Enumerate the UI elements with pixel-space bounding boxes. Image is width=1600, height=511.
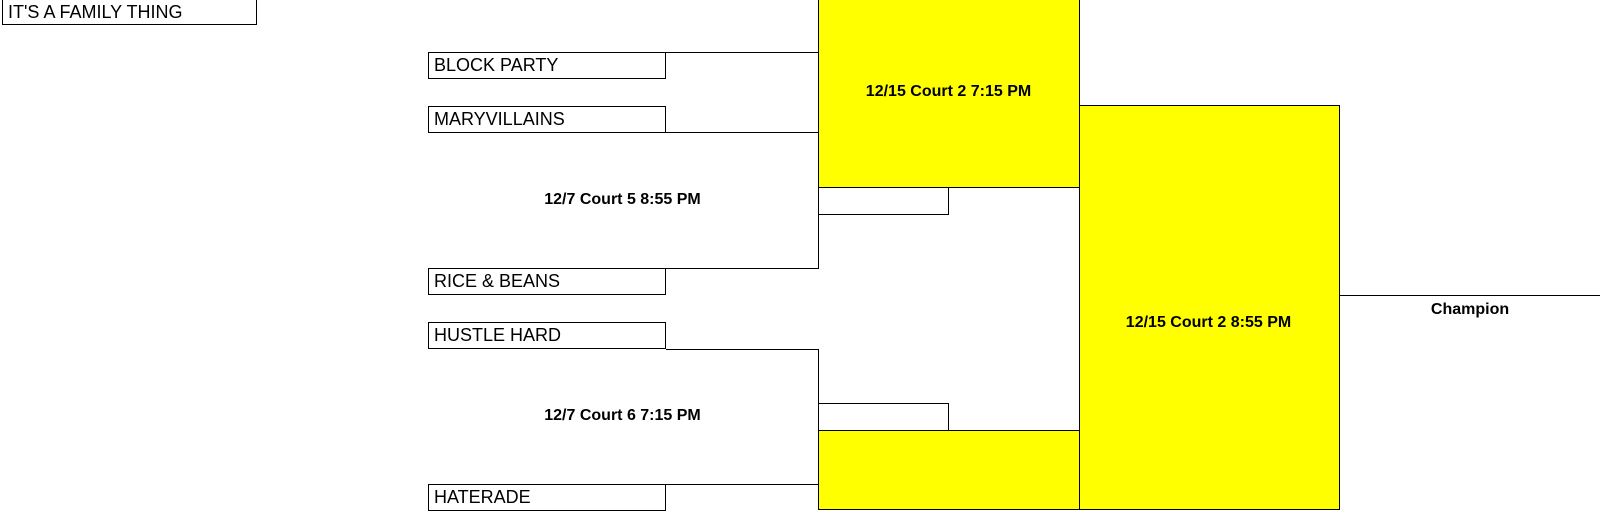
connector-line: [666, 349, 819, 350]
winner-slot-upper: [818, 187, 949, 215]
match-box-round2-top: [818, 0, 1080, 188]
team-slot-hustle-hard: HUSTLE HARD: [428, 322, 666, 349]
champion-label: Champion: [1430, 301, 1510, 318]
match-label-r2-top: 12/15 Court 2 7:15 PM: [865, 83, 1032, 100]
team-slot-block-party: BLOCK PARTY: [428, 52, 666, 79]
connector-line: [666, 132, 819, 133]
match-label-r1-a: 12/7 Court 5 8:55 PM: [544, 191, 701, 208]
team-slot-rice-and-beans: RICE & BEANS: [428, 268, 666, 295]
connector-line: [666, 484, 819, 485]
winner-slot-lower: [818, 403, 949, 431]
match-box-round2-bottom: [818, 430, 1080, 510]
champion-line: [1340, 295, 1600, 296]
connector-line: [666, 52, 819, 53]
match-box-final: [1079, 105, 1340, 510]
team-slot-maryvillains: MARYVILLAINS: [428, 106, 666, 133]
team-slot-haterade: HATERADE: [428, 484, 666, 511]
team-slot-its-a-family-thing: IT'S A FAMILY THING: [2, 0, 257, 25]
match-label-r1-b: 12/7 Court 6 7:15 PM: [544, 407, 701, 424]
match-label-final: 12/15 Court 2 8:55 PM: [1125, 314, 1292, 331]
connector-line: [666, 268, 819, 269]
